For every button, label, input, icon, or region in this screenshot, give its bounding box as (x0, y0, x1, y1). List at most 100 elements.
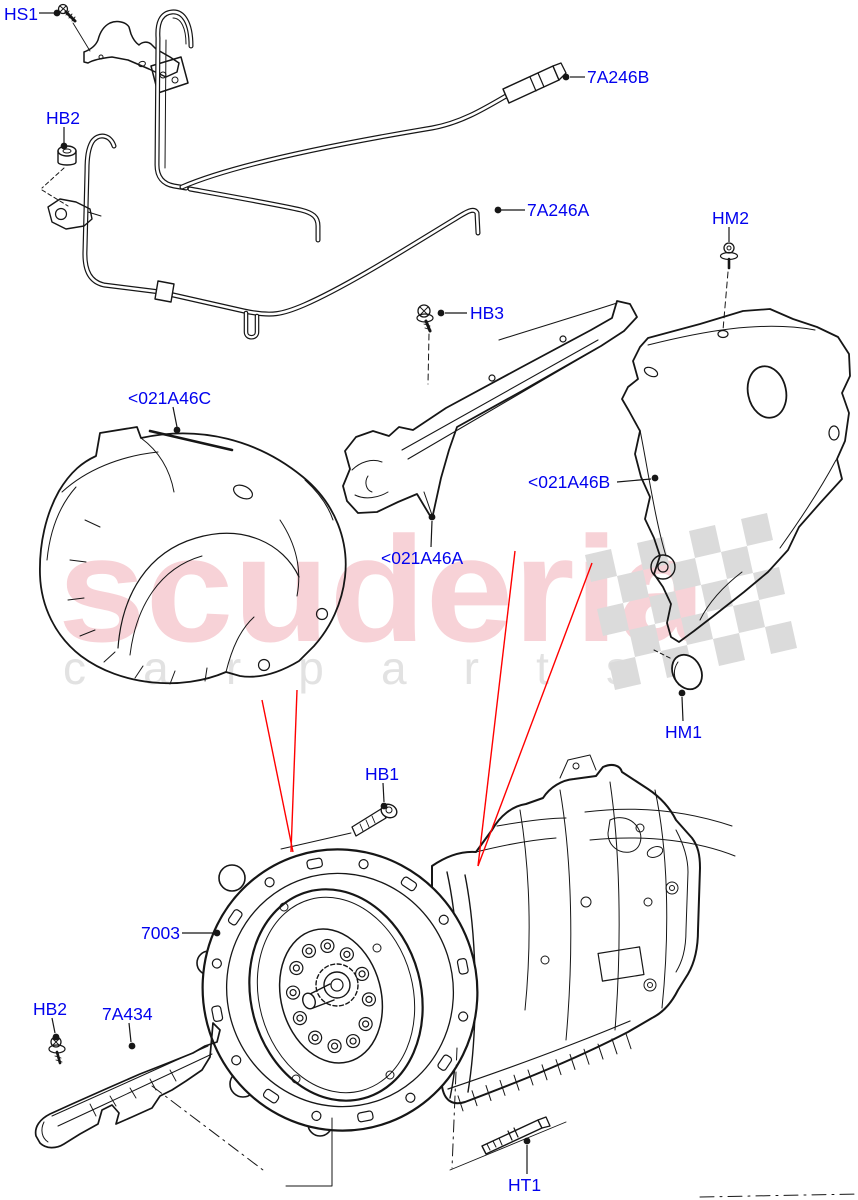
flange-slot (400, 876, 418, 892)
callout-dot-021a46a (428, 513, 436, 521)
part-label-021a46a[interactable]: <021A46A (381, 548, 464, 568)
part-label-7a246a[interactable]: 7A246A (527, 200, 590, 220)
alignment-lines (151, 1047, 858, 1198)
flange-hole (231, 1055, 242, 1066)
flexplate-bolt (292, 1010, 308, 1026)
hatch-mark (485, 1085, 492, 1102)
callout-leader-hb2-bottom (51, 1017, 56, 1034)
pipe-bracket (83, 20, 189, 94)
hatch-mark (513, 1074, 520, 1091)
flexplate-bolt-center (349, 1037, 357, 1045)
flange-slot (456, 958, 469, 975)
callout-dot-hb3 (437, 309, 445, 317)
flange-slot (306, 857, 323, 870)
assembly-pointer-line (290, 689, 298, 853)
part-label-021a46b[interactable]: <021A46B (528, 472, 610, 492)
flag-cell (733, 600, 765, 633)
callout-leader-021a46b (616, 478, 652, 483)
flange-hole (358, 859, 369, 870)
flag-cell (649, 591, 681, 624)
hatch-mark (583, 1048, 590, 1065)
part-label-ht1[interactable]: HT1 (508, 1175, 541, 1195)
flag-cell (629, 624, 661, 657)
part-label-hb2-bottom[interactable]: HB2 (33, 999, 67, 1019)
callout-dot-ht1 (523, 1137, 531, 1145)
flexplate-bolt-center (289, 988, 297, 997)
flag-cell (669, 558, 701, 591)
flexplate-bolt-center (330, 1042, 339, 1050)
flag-cell (609, 657, 641, 690)
heat-shield-021A46B (621, 308, 851, 643)
flexplate-bolt-center (305, 947, 313, 955)
hatch-mark (499, 1079, 506, 1096)
gearbox-body (431, 754, 736, 1112)
assembly-pointer-line (477, 550, 516, 867)
heat-shield-021A46C (39, 426, 347, 685)
part-label-hm2[interactable]: HM2 (712, 208, 749, 228)
flange-hole (311, 1110, 322, 1121)
plug-HM1 (653, 649, 703, 691)
flexplate-bolt (358, 1016, 373, 1032)
part-label-7a434[interactable]: 7A434 (102, 1004, 153, 1024)
flange-slots (211, 857, 469, 1123)
converter-bolt-circle (285, 938, 377, 1054)
hatch-mark (541, 1064, 548, 1081)
flag-cell (741, 513, 773, 546)
flexplate-bolt (285, 985, 301, 1000)
part-label-hm1[interactable]: HM1 (665, 722, 702, 742)
callout-leader-7a434 (128, 1022, 132, 1043)
tube-7A246B (154, 9, 567, 243)
part-label-7a246b[interactable]: 7A246B (587, 67, 649, 87)
callout-dot-hm1 (678, 689, 686, 697)
flange-hole (438, 914, 449, 925)
flexplate-bolt (320, 938, 335, 954)
hatch-mark (527, 1069, 534, 1086)
flange-slot (437, 1054, 453, 1071)
flexplate-bolt (327, 1038, 342, 1054)
flag-cell (585, 549, 617, 582)
flexplate-bolt-center (292, 964, 300, 972)
flag-cell (689, 525, 721, 558)
assembly-pointer-lines (261, 550, 593, 867)
part-label-hs1[interactable]: HS1 (4, 4, 38, 24)
transmission-assembly (196, 754, 736, 1137)
flag-cell (753, 567, 785, 600)
callout-dot-7a246b (562, 73, 570, 81)
flag-cell (597, 603, 629, 636)
screw-HM2 (719, 242, 739, 331)
flag-cell (721, 546, 753, 579)
flexplate-bolt-center (296, 1014, 304, 1022)
callout-dot-021a46c (173, 426, 181, 434)
flexplate-bolt (289, 960, 304, 976)
part-label-hb2-top[interactable]: HB2 (46, 108, 80, 128)
torque-converter (248, 888, 424, 1102)
part-label-hb1[interactable]: HB1 (365, 764, 399, 784)
screw-HS1 (57, 3, 91, 52)
flag-cell (713, 633, 745, 666)
callout-leader-hm1 (681, 696, 684, 722)
part-label-021a46c[interactable]: <021A46C (128, 388, 211, 408)
flag-cell (765, 621, 797, 654)
flexplate-bolt-center (362, 1020, 370, 1028)
callout-dot-7003 (213, 929, 221, 937)
flexplate-bolt-center (323, 942, 332, 950)
flange-slot (211, 1005, 224, 1022)
tube-clip-bracket (47, 198, 102, 230)
hatch-mark (569, 1053, 576, 1070)
flexplate-bolt-center (311, 1034, 319, 1042)
bolt-HB1 (280, 803, 398, 850)
tube-7A246A (82, 133, 481, 340)
part-label-7003[interactable]: 7003 (141, 923, 180, 943)
hatch-mark (471, 1090, 478, 1107)
flexplate-bolt (308, 1030, 323, 1045)
callout-dot-021a46b (651, 474, 659, 482)
bolt-HB3 (416, 304, 434, 385)
flexplate-bolt (301, 943, 317, 959)
heat-shield-021A46A (342, 300, 638, 520)
flange-hole (405, 1092, 416, 1103)
heat-shield-7A434 (34, 1022, 221, 1149)
grommet-HB2 (41, 145, 77, 207)
part-label-hb3[interactable]: HB3 (470, 303, 504, 323)
bolt-HB2-bottom (48, 1036, 66, 1065)
